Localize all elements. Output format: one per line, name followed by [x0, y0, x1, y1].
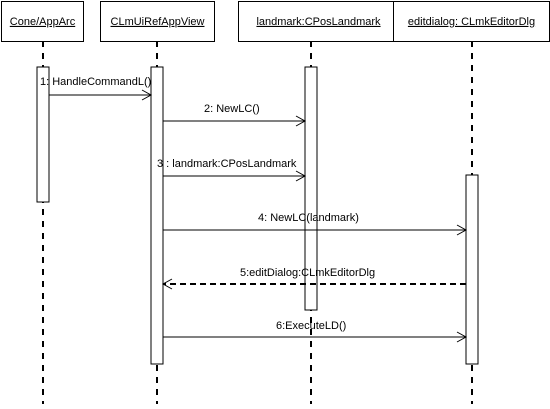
object-name: Cone/AppArc	[10, 16, 76, 28]
object-name: landmark:CPosLandmark	[256, 16, 381, 28]
message-arrowhead	[141, 89, 153, 101]
object-box	[238, 1, 399, 42]
message-label: 4: NewLC(landmark)	[258, 212, 359, 224]
message-label: 2: NewLC()	[204, 103, 260, 115]
activation-bar	[36, 66, 50, 203]
message-label: 1: HandleCommandL()	[40, 76, 151, 88]
object-box	[100, 1, 215, 42]
message-2: 2: NewLC()	[163, 103, 307, 127]
message-arrowhead	[161, 278, 173, 290]
message-label: 3 : landmark:CPosLandmark	[157, 158, 297, 170]
message-1: 1: HandleCommandL()	[40, 76, 153, 101]
object-box	[393, 1, 550, 42]
object-name: editdialog: CLmkEditorDlg	[408, 16, 535, 28]
activation-bar	[465, 174, 479, 365]
message-6: 6:ExecuteLD()	[163, 320, 468, 343]
activation-bar	[150, 66, 164, 365]
message-arrowhead	[456, 331, 468, 343]
message-arrowhead	[295, 115, 307, 127]
object-0: Cone/AppArc	[1, 1, 84, 42]
message-3: 3 : landmark:CPosLandmark	[157, 158, 307, 182]
message-label: 5:editDialog:CLmkEditorDlg	[240, 267, 375, 279]
object-3: editdialog: CLmkEditorDlg	[393, 1, 550, 42]
message-4: 4: NewLC(landmark)	[163, 212, 468, 236]
object-box	[1, 1, 84, 42]
activation-bar	[304, 66, 318, 311]
object-1: CLmUiRefAppView	[100, 1, 215, 42]
object-name: CLmUiRefAppView	[111, 16, 205, 28]
message-arrowhead	[456, 224, 468, 236]
message-label: 6:ExecuteLD()	[276, 320, 346, 332]
message-5: 5:editDialog:CLmkEditorDlg	[161, 267, 466, 290]
object-2: landmark:CPosLandmark	[238, 1, 399, 42]
message-arrowhead	[295, 170, 307, 182]
